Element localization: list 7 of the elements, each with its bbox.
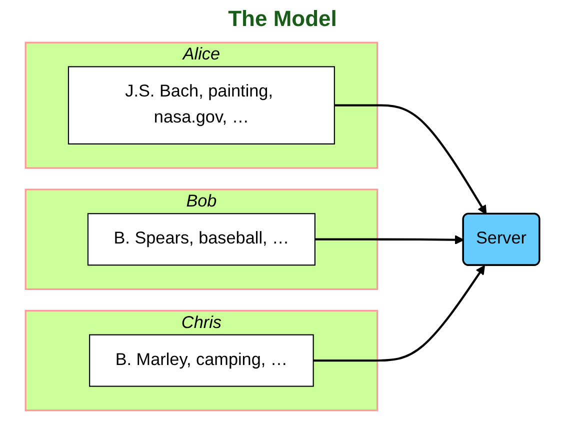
arrow <box>334 104 487 215</box>
node-box: B. Spears, baseball, … <box>87 213 316 266</box>
node-box: B. Marley, camping, … <box>89 334 314 387</box>
title: The Model <box>227 6 338 32</box>
arrow <box>313 265 486 362</box>
node-box: J.S. Bach, painting, nasa.gov, … <box>68 66 335 144</box>
arrow <box>314 235 464 244</box>
